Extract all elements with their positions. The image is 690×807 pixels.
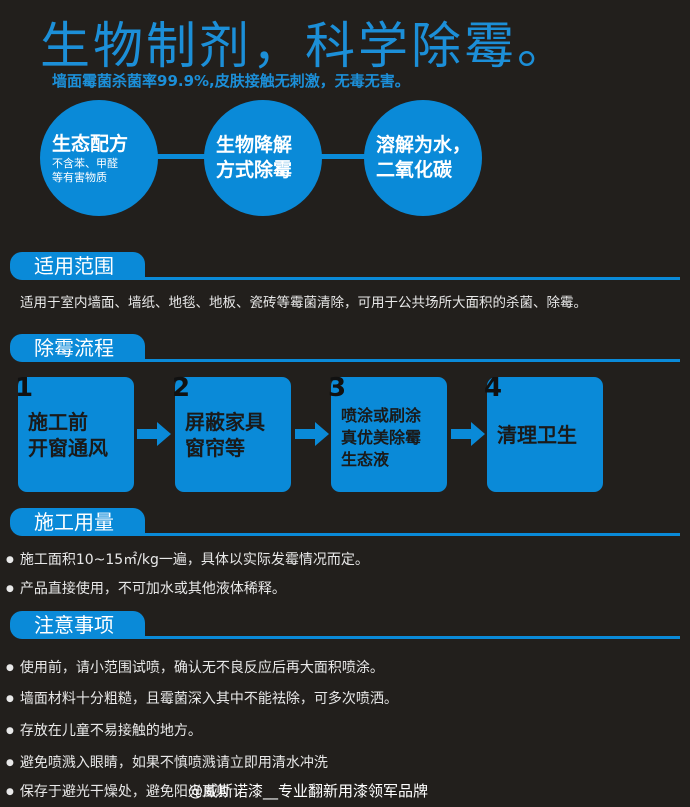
usage-item: 产品直接使用，不可加水或其他液体稀释。: [6, 578, 286, 598]
step-text: 窗帘等: [185, 436, 245, 460]
feature-title: 生态配方: [52, 132, 129, 155]
section-title: 施工用量: [10, 508, 145, 536]
note-item: 避免喷溅入眼睛，如果不慎喷溅请立即用清水冲洗: [6, 752, 328, 772]
step-text: 清理卫生: [497, 423, 577, 447]
note-item: 存放在儿童不易接触的地方。: [6, 720, 202, 740]
feature-circle-1: 生态配方 不含苯、甲醛 等有害物质: [40, 100, 158, 216]
arrow-right-icon: [451, 422, 485, 446]
process-step-4: 4 清理卫生: [484, 373, 603, 492]
note-item: 使用前，请小范围试喷，确认无不良反应后再大面积喷涂。: [6, 657, 384, 677]
usage-item: 施工面积10~15㎡/kg一遍，具体以实际发霉情况而定。: [6, 549, 369, 569]
section-title: 除霉流程: [10, 334, 145, 362]
feature-circle-2: 生物降解 方式除霉: [204, 100, 322, 216]
step-text: 喷涂或刷涂: [341, 406, 422, 425]
feature-title: 溶解为水，: [376, 134, 472, 156]
step-text: 生态液: [341, 450, 390, 469]
feature-title: 二氧化碳: [376, 159, 453, 181]
arrow-right-icon: [137, 422, 171, 446]
subtitle: 墙面霉菌杀菌率99.9%,皮肤接触无刺激，无毒无害。: [52, 72, 410, 90]
section-header-usage: 施工用量: [10, 508, 680, 538]
feature-circle-3: 溶解为水， 二氧化碳: [364, 100, 482, 216]
feature-title: 方式除霉: [216, 159, 293, 181]
note-item: 保存于避光干燥处，避免阳光直射: [6, 781, 230, 801]
feature-note: 不含苯、甲醛: [52, 156, 118, 170]
step-number: 4: [484, 373, 503, 403]
page-title: 生物制剂，科学除霉。: [40, 17, 570, 75]
step-number: 3: [328, 373, 347, 403]
process-step-3: 3 喷涂或刷涂 真优美除霉 生态液: [328, 373, 447, 492]
step-text: 屏蔽家具: [185, 410, 265, 434]
arrow-right-icon: [295, 422, 329, 446]
step-text: 施工前: [28, 410, 88, 434]
step-number: 1: [15, 373, 34, 403]
step-number: 2: [172, 373, 191, 403]
section-title: 注意事项: [10, 611, 145, 639]
scope-text: 适用于室内墙面、墙纸、地毯、地板、瓷砖等霉菌清除，可用于公共场所大面积的杀菌、除…: [20, 295, 587, 311]
watermark: @威斯诺漆__专业翻新用漆领军品牌: [188, 782, 429, 800]
section-title: 适用范围: [10, 252, 145, 280]
process-step-1: 1 施工前 开窗通风: [15, 373, 134, 492]
process-step-2: 2 屏蔽家具 窗帘等: [172, 373, 291, 492]
feature-title: 生物降解: [216, 134, 293, 156]
section-header-process: 除霉流程: [10, 334, 680, 364]
section-header-scope: 适用范围: [10, 252, 680, 282]
note-item: 墙面材料十分粗糙，且霉菌深入其中不能祛除，可多次喷洒。: [6, 688, 398, 708]
feature-note: 等有害物质: [52, 170, 107, 184]
step-text: 真优美除霉: [341, 428, 422, 447]
section-header-notes: 注意事项: [10, 611, 680, 641]
step-text: 开窗通风: [28, 436, 108, 460]
